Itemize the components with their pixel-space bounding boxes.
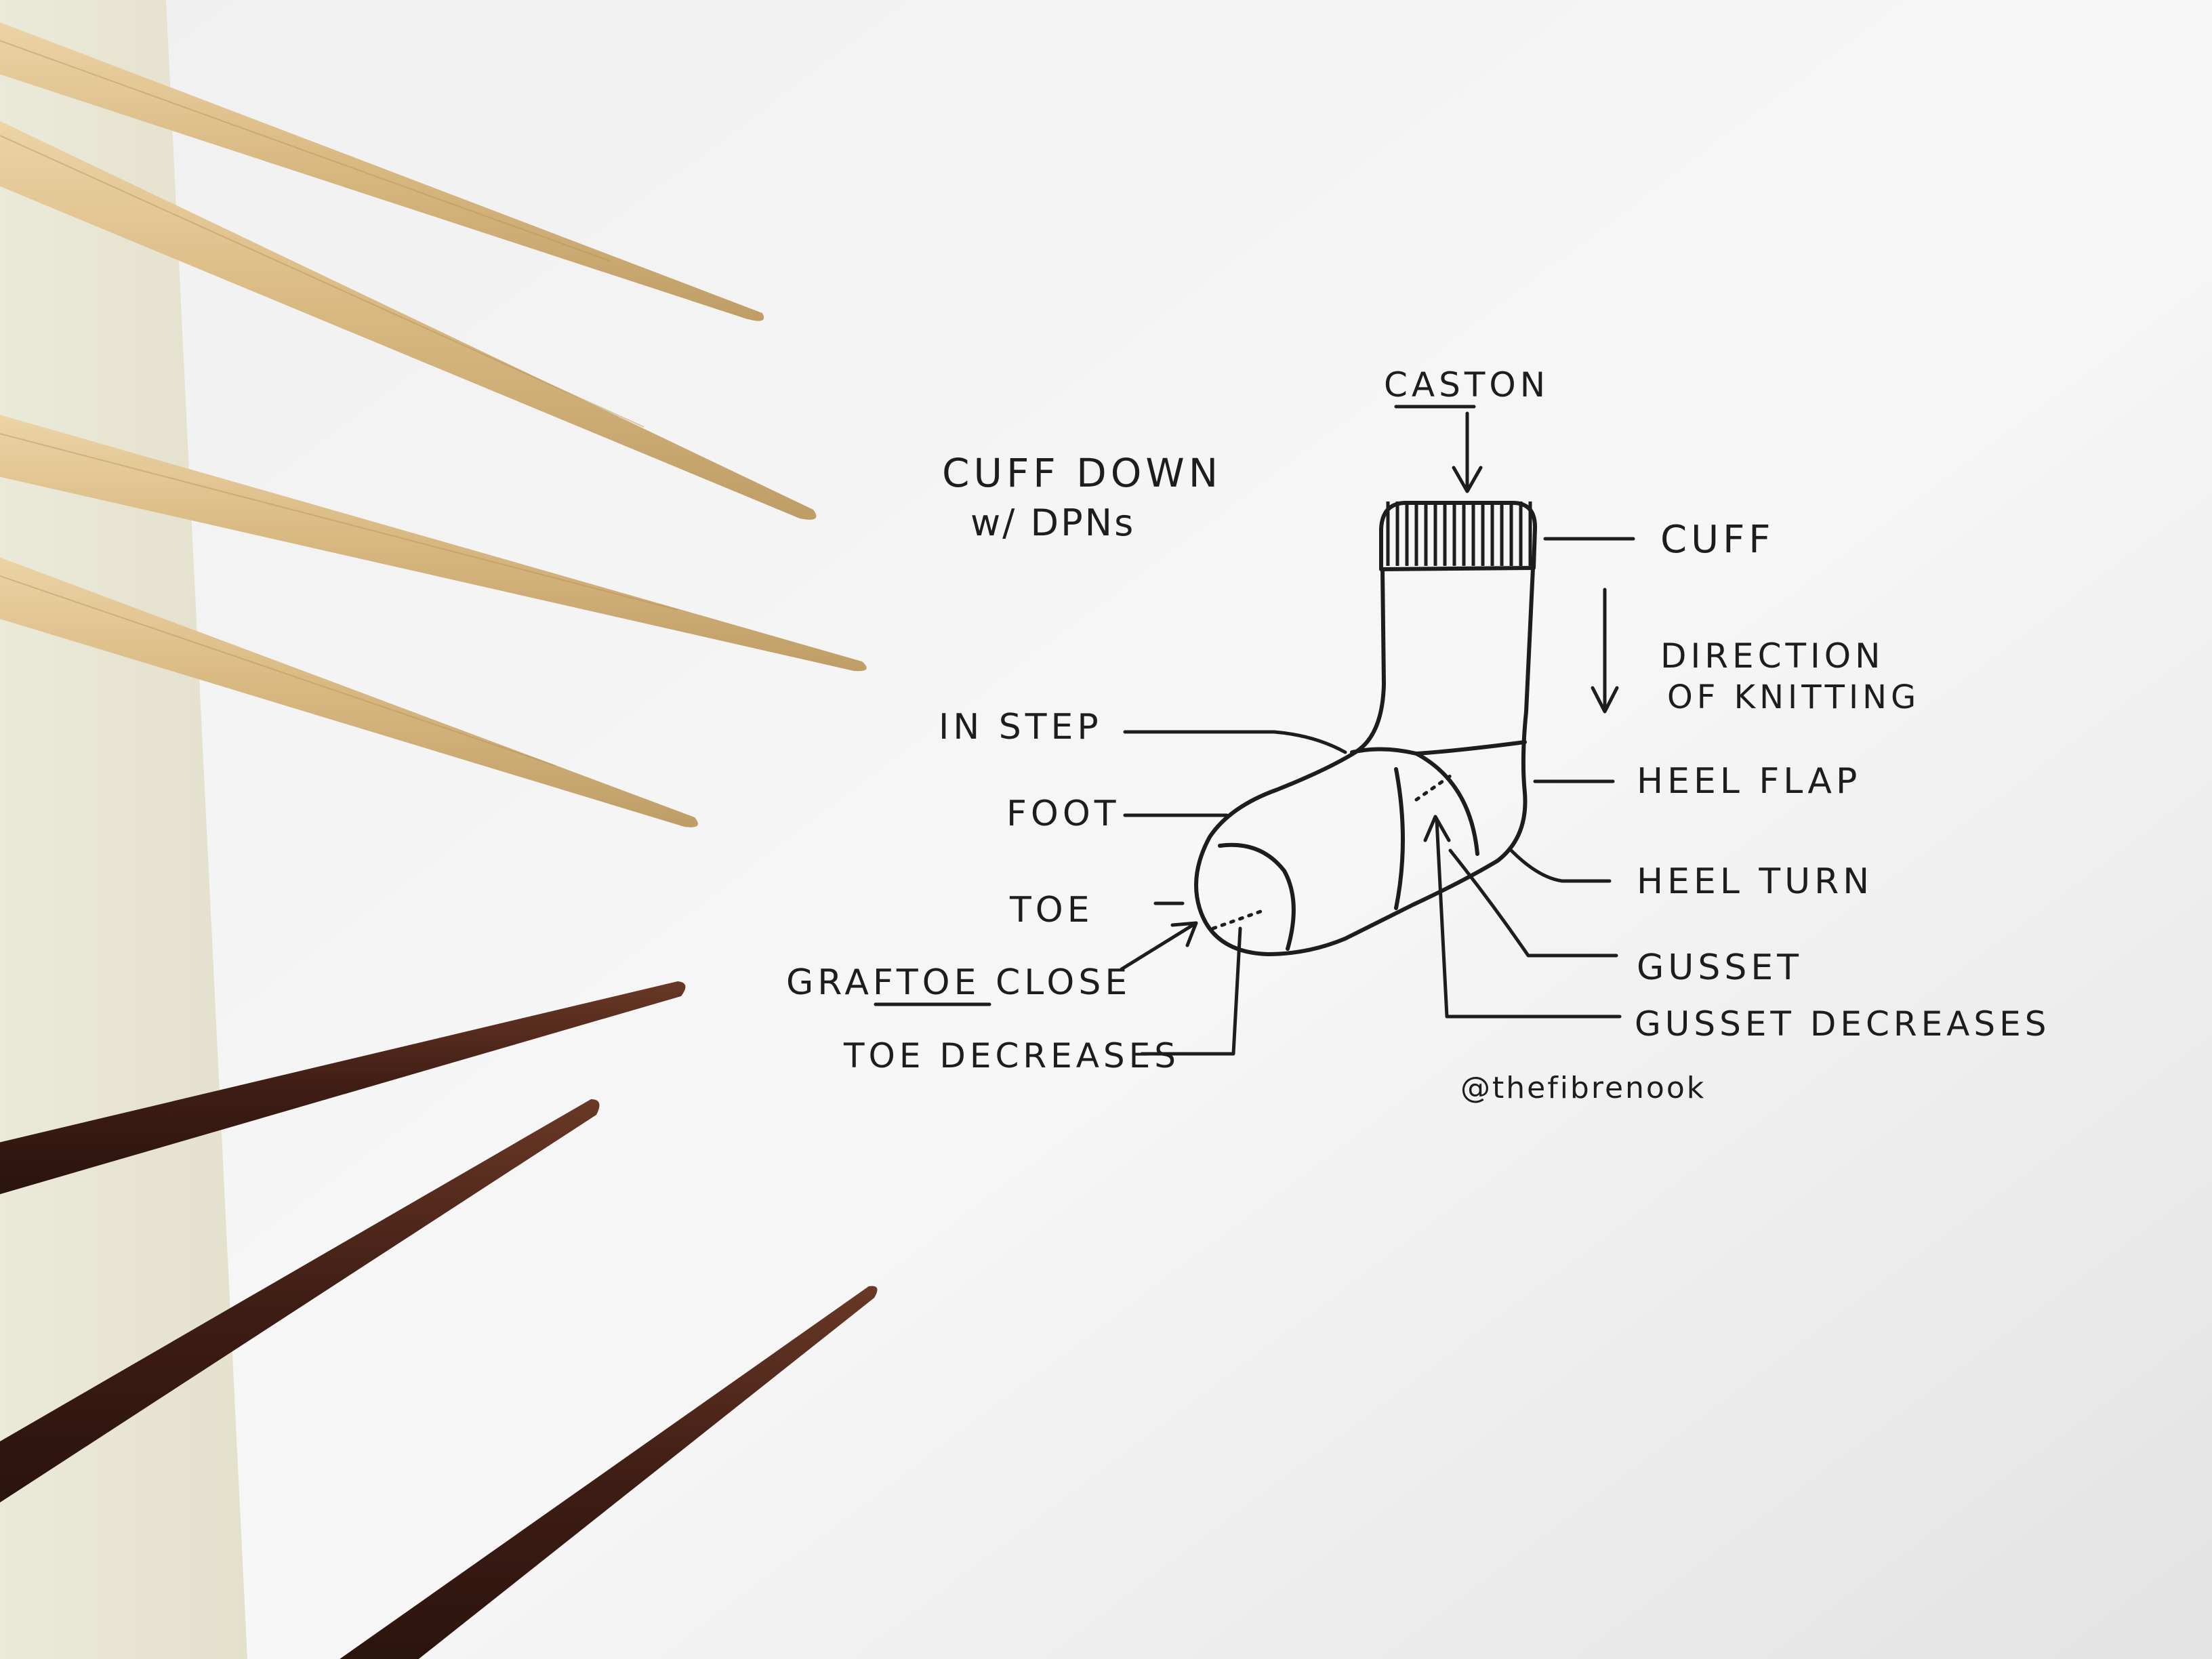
gusset-dotted-line bbox=[1414, 774, 1452, 802]
instep-leader bbox=[1123, 730, 1347, 754]
heel-turn-leader bbox=[1509, 848, 1612, 883]
label-heel-turn: HEEL TURN bbox=[1637, 861, 1873, 902]
direction-arrow-head bbox=[1591, 686, 1619, 714]
dark-wood-needle-2 bbox=[0, 1099, 600, 1502]
label-direction-line1: DIRECTION bbox=[1660, 636, 1885, 676]
cuff-outline bbox=[1379, 501, 1538, 571]
sock-outline bbox=[1194, 566, 1535, 956]
diagram-title-line1: CUFF DOWN bbox=[942, 450, 1222, 496]
credit-handle: @thefibrenook bbox=[1460, 1071, 1706, 1105]
bamboo-needle-3 bbox=[0, 415, 867, 672]
label-toe-decreases: TOE DECREASES bbox=[843, 1036, 1180, 1076]
foot-division-line bbox=[1394, 767, 1405, 910]
bamboo-needle-4 bbox=[0, 557, 698, 827]
dark-wood-needles bbox=[0, 981, 878, 1659]
heel-turn-line bbox=[1414, 752, 1479, 856]
gusset-decreases-arrow-head bbox=[1423, 815, 1451, 842]
sock-drawing bbox=[1194, 501, 1538, 956]
bamboo-needle-1 bbox=[0, 22, 764, 321]
toe-decreases-leader bbox=[1140, 926, 1242, 1056]
bamboo-needles bbox=[0, 22, 867, 827]
cream-paper-strip bbox=[0, 0, 247, 1659]
gusset-decreases-leader bbox=[1435, 818, 1622, 1019]
label-cast-on: CASTON bbox=[1384, 365, 1549, 405]
graft-toe-arrow-head bbox=[1170, 921, 1198, 947]
cast-on-arrow-head bbox=[1452, 466, 1483, 493]
label-cuff: CUFF bbox=[1660, 518, 1775, 562]
gusset-leader bbox=[1448, 848, 1618, 958]
bamboo-needle-2 bbox=[0, 121, 817, 520]
label-foot: FOOT bbox=[1006, 794, 1120, 834]
label-gusset: GUSSET bbox=[1637, 947, 1803, 988]
instep-line bbox=[1350, 747, 1418, 756]
dark-wood-needle-3 bbox=[340, 1286, 878, 1659]
diagram-title-line2: w/ DPNs bbox=[970, 501, 1135, 544]
label-direction-line2: OF KNITTING bbox=[1667, 678, 1920, 716]
label-toe: TOE bbox=[1009, 890, 1094, 930]
label-heel-flap: HEEL FLAP bbox=[1637, 761, 1861, 802]
heel-flap-line bbox=[1414, 740, 1527, 756]
cuff-ribbing bbox=[1382, 501, 1535, 566]
leader-lines bbox=[874, 405, 1635, 1056]
label-gusset-decreases: GUSSET DECREASES bbox=[1635, 1004, 2050, 1044]
diagram-labels: CUFF DOWN w/ DPNs CASTON CUFF DIRECTION … bbox=[786, 365, 2050, 1105]
toe-division-line bbox=[1218, 842, 1296, 951]
dark-wood-needle-1 bbox=[0, 981, 686, 1195]
label-graft-toe-close: GRAFTOE CLOSE bbox=[786, 962, 1131, 1003]
label-instep: IN STEP bbox=[939, 707, 1103, 747]
toe-graft-dotted-line bbox=[1211, 909, 1263, 930]
graft-toe-arrow bbox=[1120, 921, 1198, 971]
